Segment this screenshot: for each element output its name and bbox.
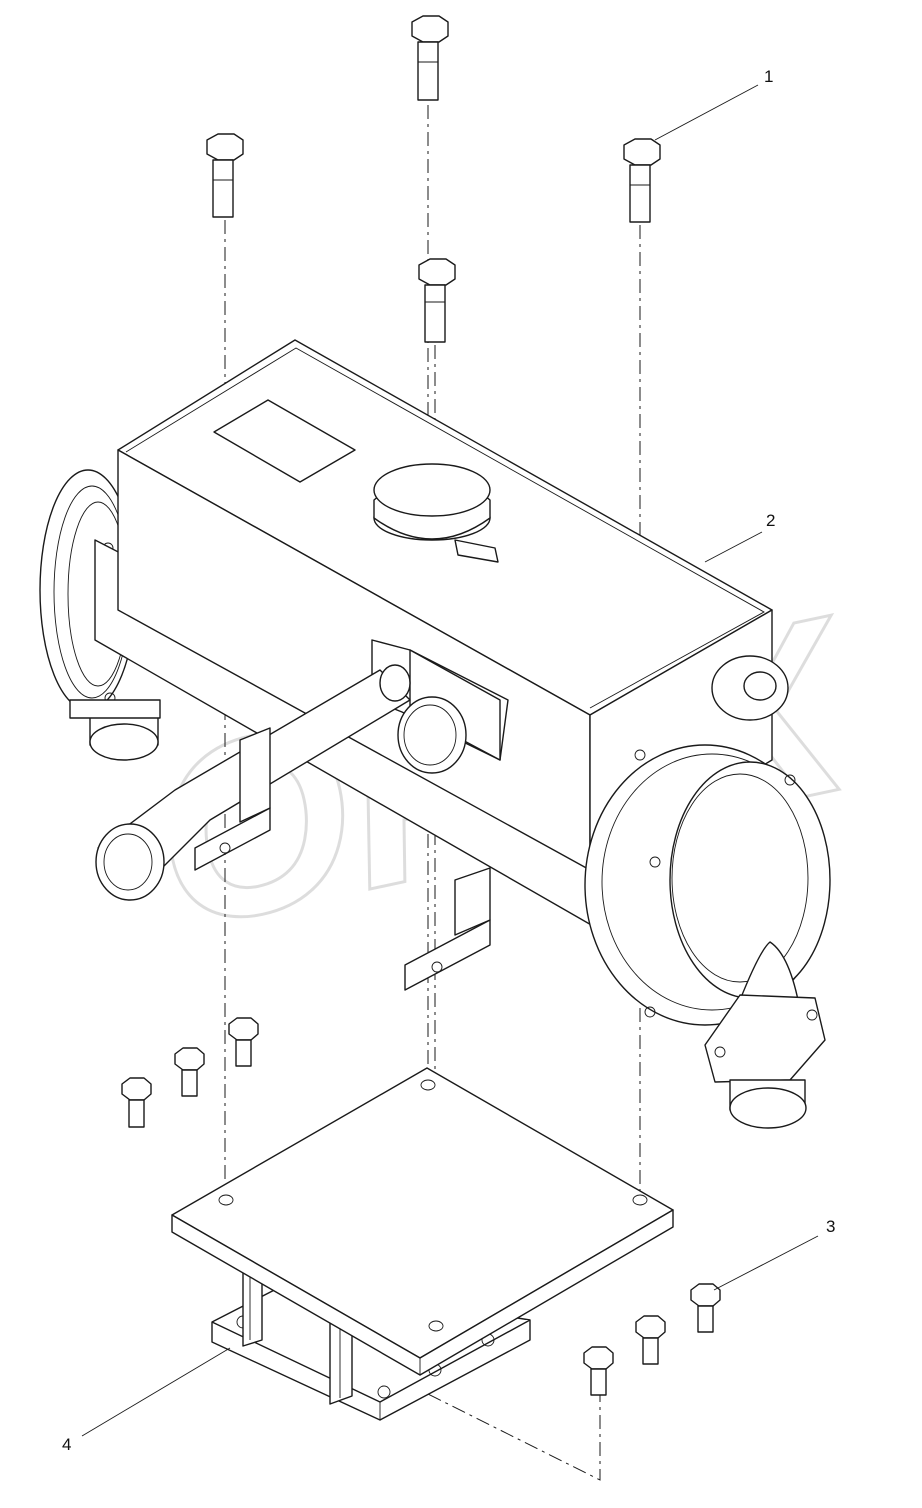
mounting-bracket [171, 1067, 674, 1421]
small-bolt [635, 1315, 666, 1365]
callout-4-label: 4 [62, 1435, 71, 1454]
small-bolt [228, 1017, 259, 1067]
large-bolt-top [411, 15, 449, 101]
large-bolt-right [623, 138, 661, 223]
heat-exchanger-assembly [39, 339, 831, 1129]
small-bolts-right [583, 1283, 721, 1396]
callout-2-label: 2 [766, 511, 775, 530]
small-bolt [121, 1077, 152, 1128]
large-bolts [206, 15, 661, 343]
small-bolts-left [121, 1017, 259, 1128]
small-bolt [174, 1047, 205, 1097]
large-bolt-left [206, 133, 244, 218]
large-bolt-center [418, 258, 456, 343]
callouts: 1 2 3 4 [62, 67, 835, 1454]
callout-1-label: 1 [764, 67, 773, 86]
small-bolt [583, 1346, 614, 1396]
callout-3-label: 3 [826, 1217, 835, 1236]
small-bolt [690, 1283, 721, 1333]
